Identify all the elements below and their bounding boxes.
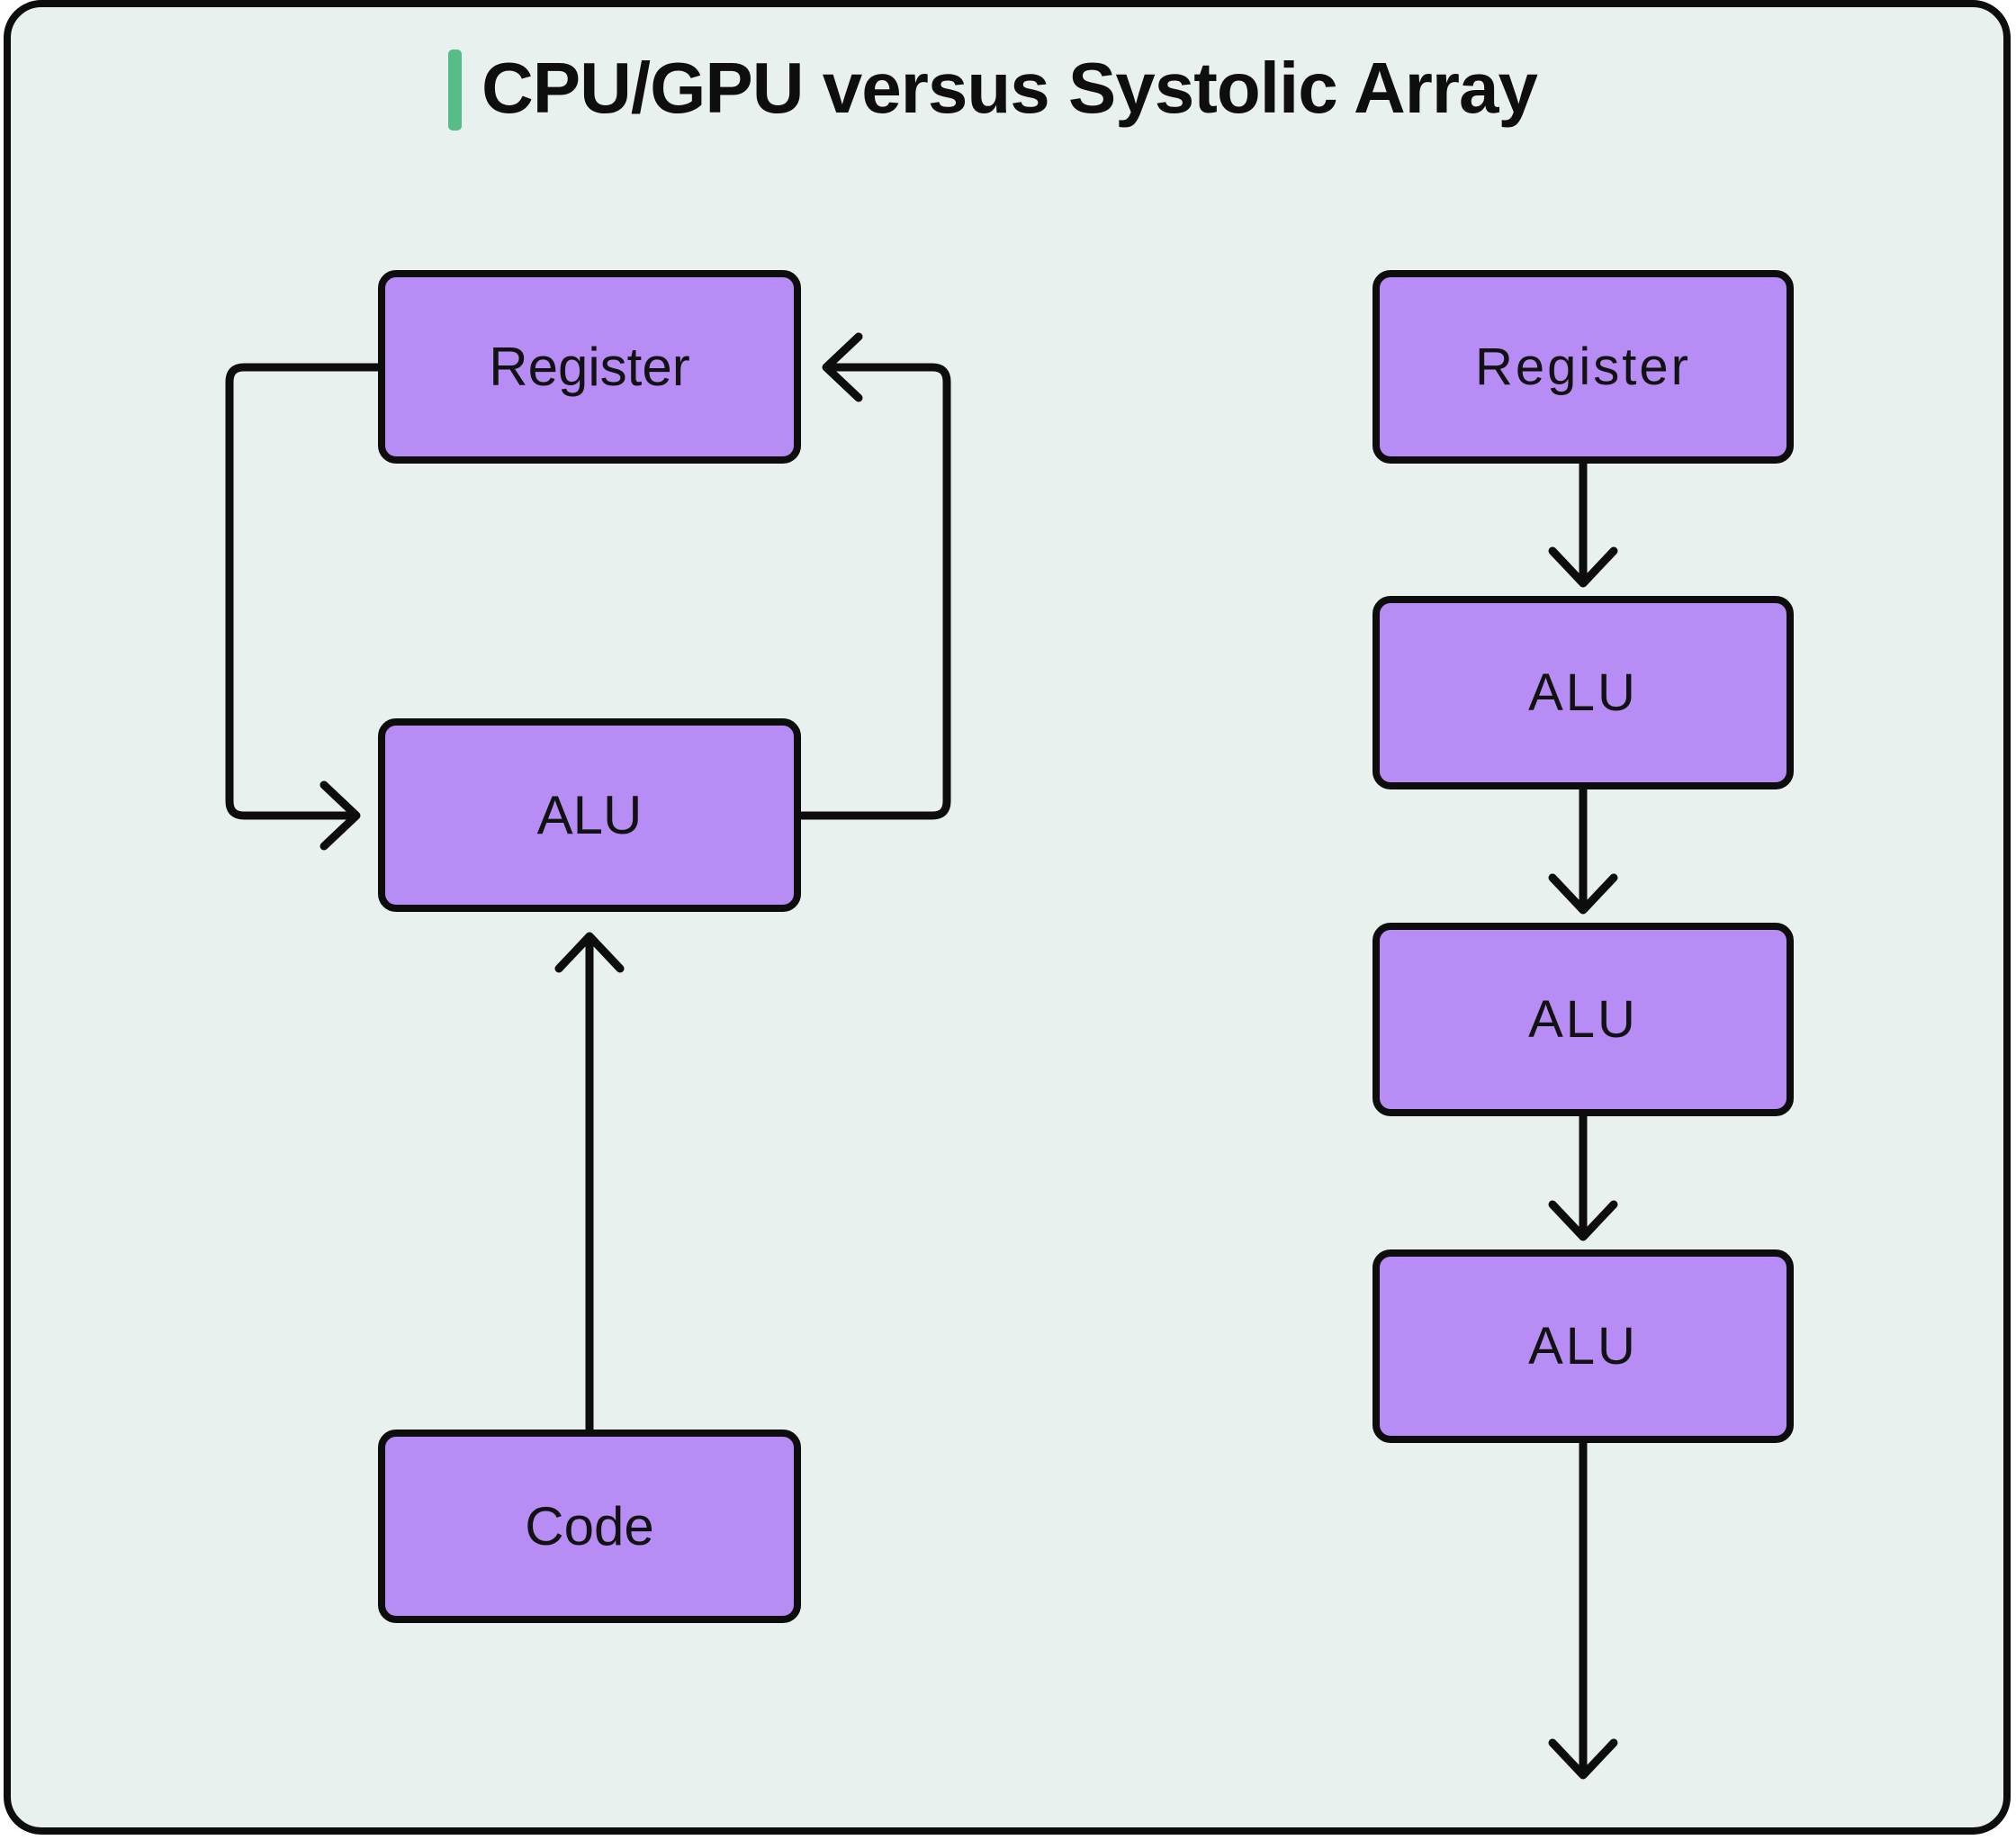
systolic-register-label: Register	[1475, 337, 1691, 396]
cpu-register-box: Register	[378, 270, 801, 464]
systolic-alu1-box: ALU	[1372, 596, 1794, 789]
cpu-code-label: Code	[525, 1495, 654, 1556]
title-accent-bar	[448, 50, 462, 131]
systolic-alu2-box: ALU	[1372, 923, 1794, 1116]
systolic-alu3-box: ALU	[1372, 1249, 1794, 1443]
page-title: CPU/GPU versus Systolic Array	[482, 48, 1538, 128]
cpu-alu-box: ALU	[378, 718, 801, 912]
systolic-alu3-label: ALU	[1528, 1316, 1638, 1375]
cpu-code-box: Code	[378, 1430, 801, 1623]
systolic-alu2-label: ALU	[1528, 989, 1638, 1049]
title-row: CPU/GPU versus Systolic Array	[448, 47, 1538, 133]
cpu-register-label: Register	[489, 336, 690, 397]
systolic-alu1-label: ALU	[1528, 663, 1638, 722]
cpu-alu-label: ALU	[536, 784, 643, 845]
systolic-register-box: Register	[1372, 270, 1794, 464]
